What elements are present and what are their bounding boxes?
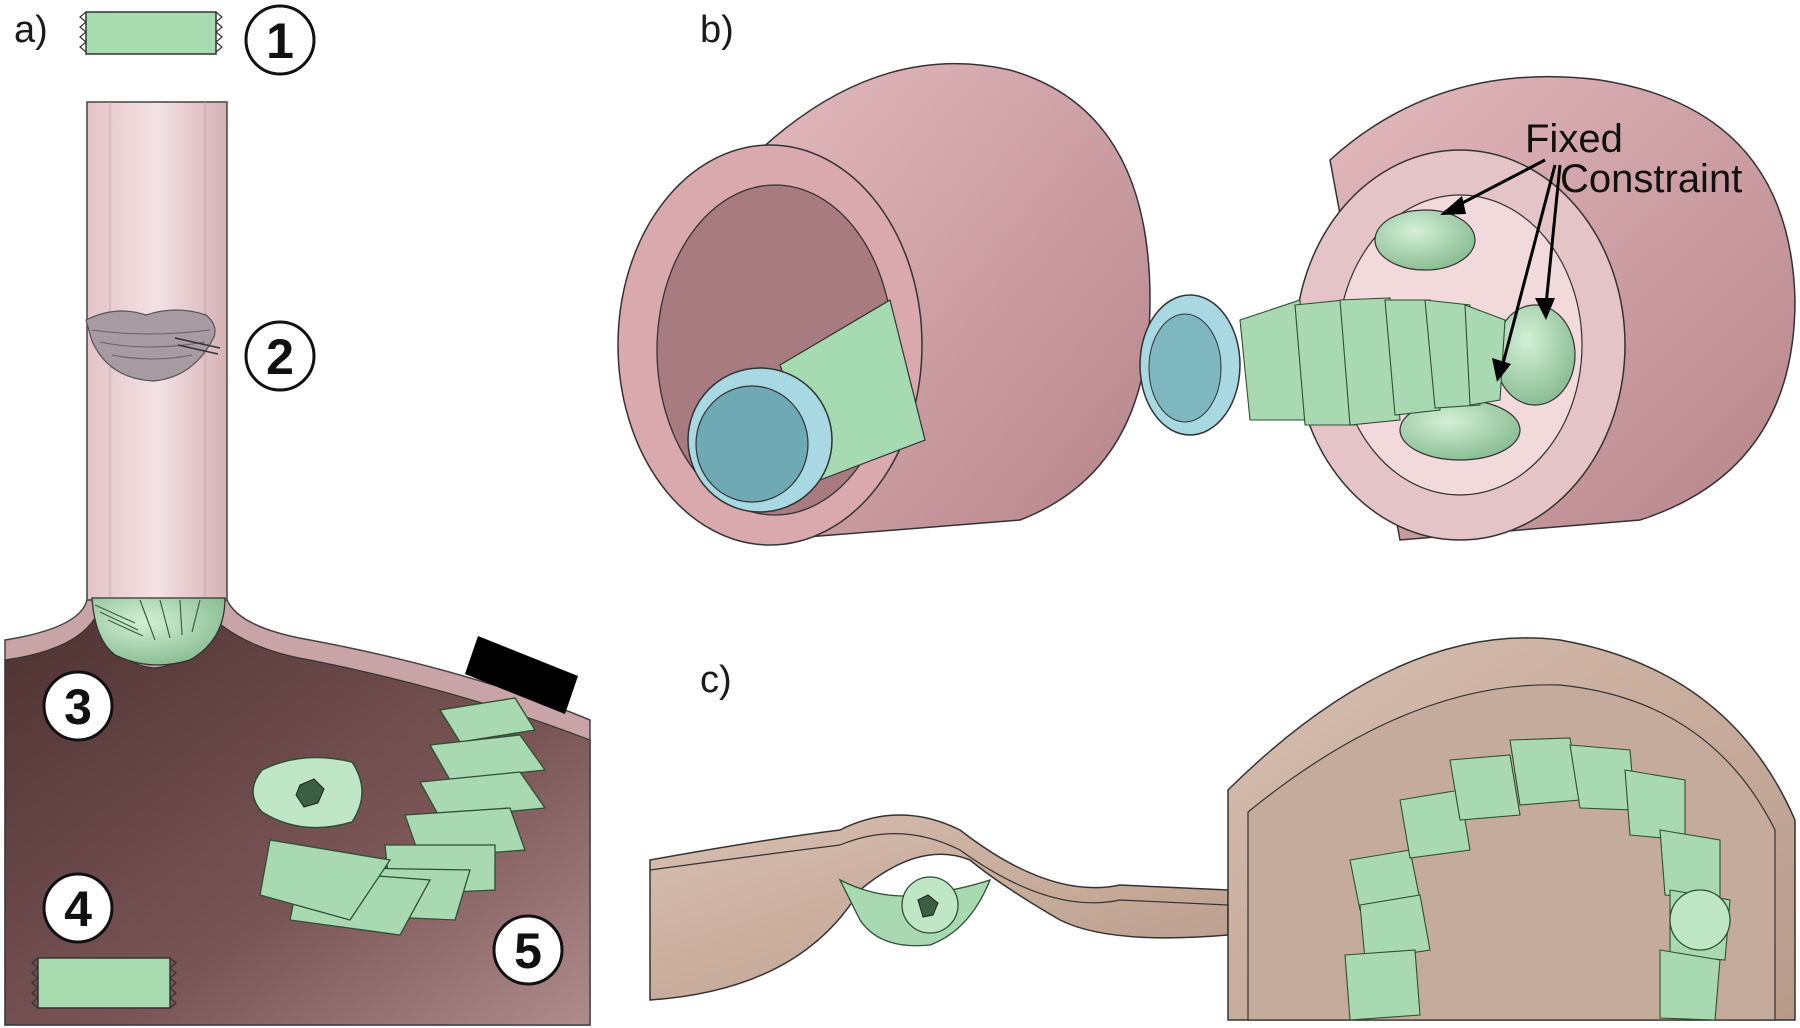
robot-deployed-coiled [252,697,547,936]
robot-strip-flat-bottom [31,957,177,1009]
step-marker-4: 4 [42,872,114,944]
robot-in-tube [1239,297,1506,426]
svg-text:4: 4 [64,881,92,937]
svg-text:5: 5 [514,923,542,979]
robot-end-cap [1139,294,1241,436]
svg-text:1: 1 [266,13,294,69]
annotation-constraint: Constraint [1560,157,1742,201]
panel-label-c: c) [700,659,732,701]
fixed-constraint-annotation: Fixed Constraint [1440,117,1742,382]
panel-label-a: a) [14,9,48,51]
annotation-fixed: Fixed [1525,117,1623,161]
panel-a: a) 1 2 [4,4,591,1026]
svg-text:2: 2 [266,329,294,385]
fixed-constraint-spheres [1374,209,1576,461]
tissue-section-right [1227,637,1796,1021]
step-marker-5: 5 [492,914,564,986]
robot-flattened-under-tissue [838,876,992,947]
simulation-tube-left [617,62,1151,546]
step-marker-2: 2 [244,320,316,392]
robot-end-hub [1669,889,1731,951]
robot-folded-in-tube [85,309,221,382]
tissue-section-left [649,814,1229,1001]
robot-arch-in-dome [1344,737,1731,1021]
external-magnet [465,636,578,714]
panel-label-b: b) [700,9,734,51]
simulation-tube-right [1139,75,1796,541]
robot-strip-flat-top [79,11,223,55]
robot-exiting-tube [91,597,226,666]
svg-text:3: 3 [64,679,92,735]
step-marker-3: 3 [42,670,114,742]
panel-b: b) [617,9,1796,546]
panel-c: c) [649,637,1796,1021]
step-marker-1: 1 [244,4,316,76]
